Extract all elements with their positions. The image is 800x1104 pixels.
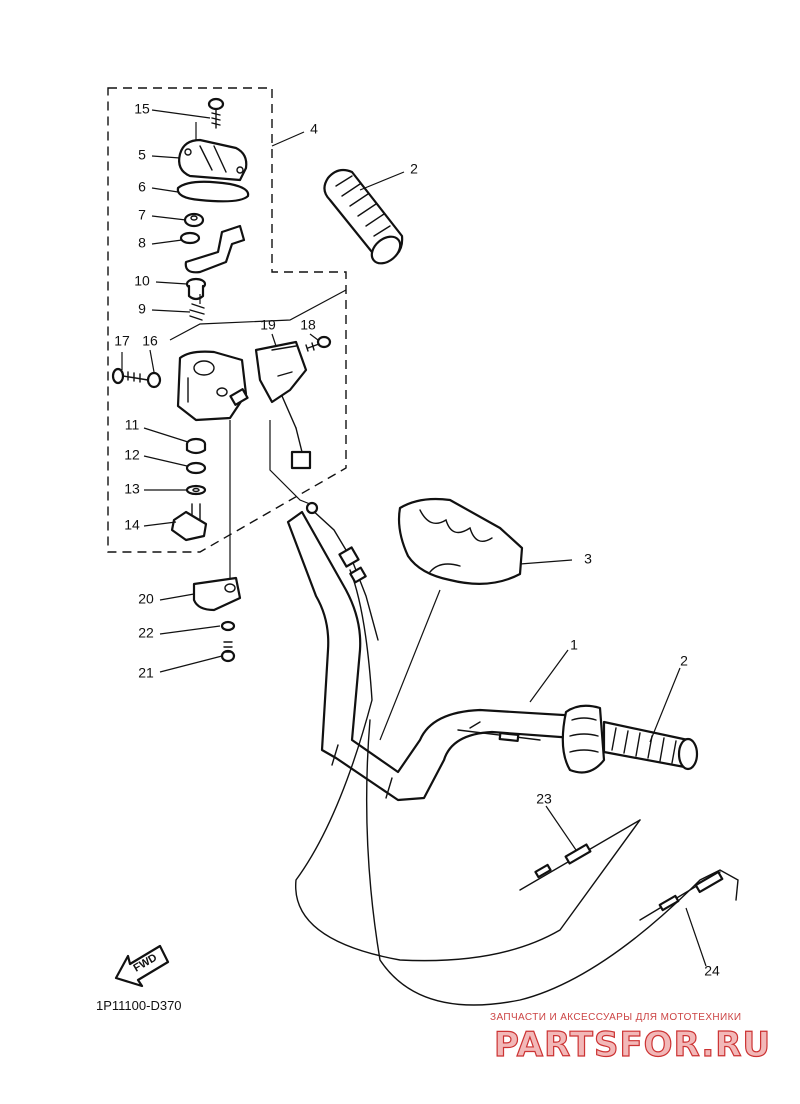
collar-10 xyxy=(185,277,207,301)
callout-11: 11 xyxy=(125,417,140,433)
throttle-cable xyxy=(295,569,641,962)
callout-18: 18 xyxy=(300,317,316,333)
screw-18 xyxy=(305,335,332,352)
callout-21: 21 xyxy=(138,665,154,681)
watermark-logo: ЗАПЧАСТИ И АКСЕССУАРЫ ДЛЯ МОТОТЕХНИКИ PA… xyxy=(490,1012,771,1066)
washer-22 xyxy=(220,620,236,632)
diagram-code: 1P11100-D370 xyxy=(96,998,182,1013)
grip-upper xyxy=(323,168,404,265)
callout-7: 7 xyxy=(138,207,146,223)
callout-2-lower: 2 xyxy=(680,653,688,669)
washer-12 xyxy=(185,461,207,475)
grip-lower xyxy=(602,720,699,771)
leader-lines xyxy=(121,109,707,967)
fwd-arrow-icon: FWD xyxy=(114,944,170,988)
bushing-11 xyxy=(185,437,207,455)
callout-16: 16 xyxy=(142,333,158,349)
callout-10: 10 xyxy=(134,273,150,289)
callout-13: 13 xyxy=(124,481,140,497)
nut-16 xyxy=(146,371,162,389)
cable-24 xyxy=(639,870,724,921)
callout-19: 19 xyxy=(260,317,276,333)
spring-9 xyxy=(189,303,205,321)
callout-17: 17 xyxy=(114,333,130,349)
bolt-17 xyxy=(111,367,149,385)
cover-5 xyxy=(178,138,248,182)
nut-7 xyxy=(183,212,205,228)
callout-24: 24 xyxy=(704,963,720,979)
callout-4: 4 xyxy=(310,121,318,137)
callout-23: 23 xyxy=(536,791,552,807)
bolt-21 xyxy=(220,641,236,663)
callout-22: 22 xyxy=(138,625,154,641)
gasket-6 xyxy=(176,180,250,203)
callout-14: 14 xyxy=(124,517,140,533)
pivot-14 xyxy=(170,503,208,542)
callout-6: 6 xyxy=(138,179,146,195)
callout-2-upper: 2 xyxy=(410,161,418,177)
callout-3: 3 xyxy=(584,551,592,567)
callout-8: 8 xyxy=(138,235,146,251)
screw-15 xyxy=(207,97,225,129)
switch-connector xyxy=(305,501,367,584)
throttle-housing xyxy=(561,704,606,774)
callout-1: 1 xyxy=(570,637,578,653)
clamp-20 xyxy=(192,576,242,612)
cable-23 xyxy=(519,819,641,891)
callout-9: 9 xyxy=(138,301,146,317)
callout-12: 12 xyxy=(124,447,140,463)
callout-15: 15 xyxy=(134,101,150,117)
watermark-site: PARTSFOR.RU xyxy=(494,1025,771,1065)
lever-bracket xyxy=(184,224,246,274)
switch-19 xyxy=(254,340,312,470)
hand-guard xyxy=(397,497,524,585)
callout-20: 20 xyxy=(138,591,154,607)
assembly-box-4 xyxy=(107,87,347,553)
switch-body xyxy=(176,350,249,422)
washer-8 xyxy=(179,231,201,245)
callout-5: 5 xyxy=(138,147,146,163)
watermark-caption: ЗАПЧАСТИ И АКСЕССУАРЫ ДЛЯ МОТОТЕХНИКИ xyxy=(490,1012,741,1023)
washer-13 xyxy=(185,484,207,496)
